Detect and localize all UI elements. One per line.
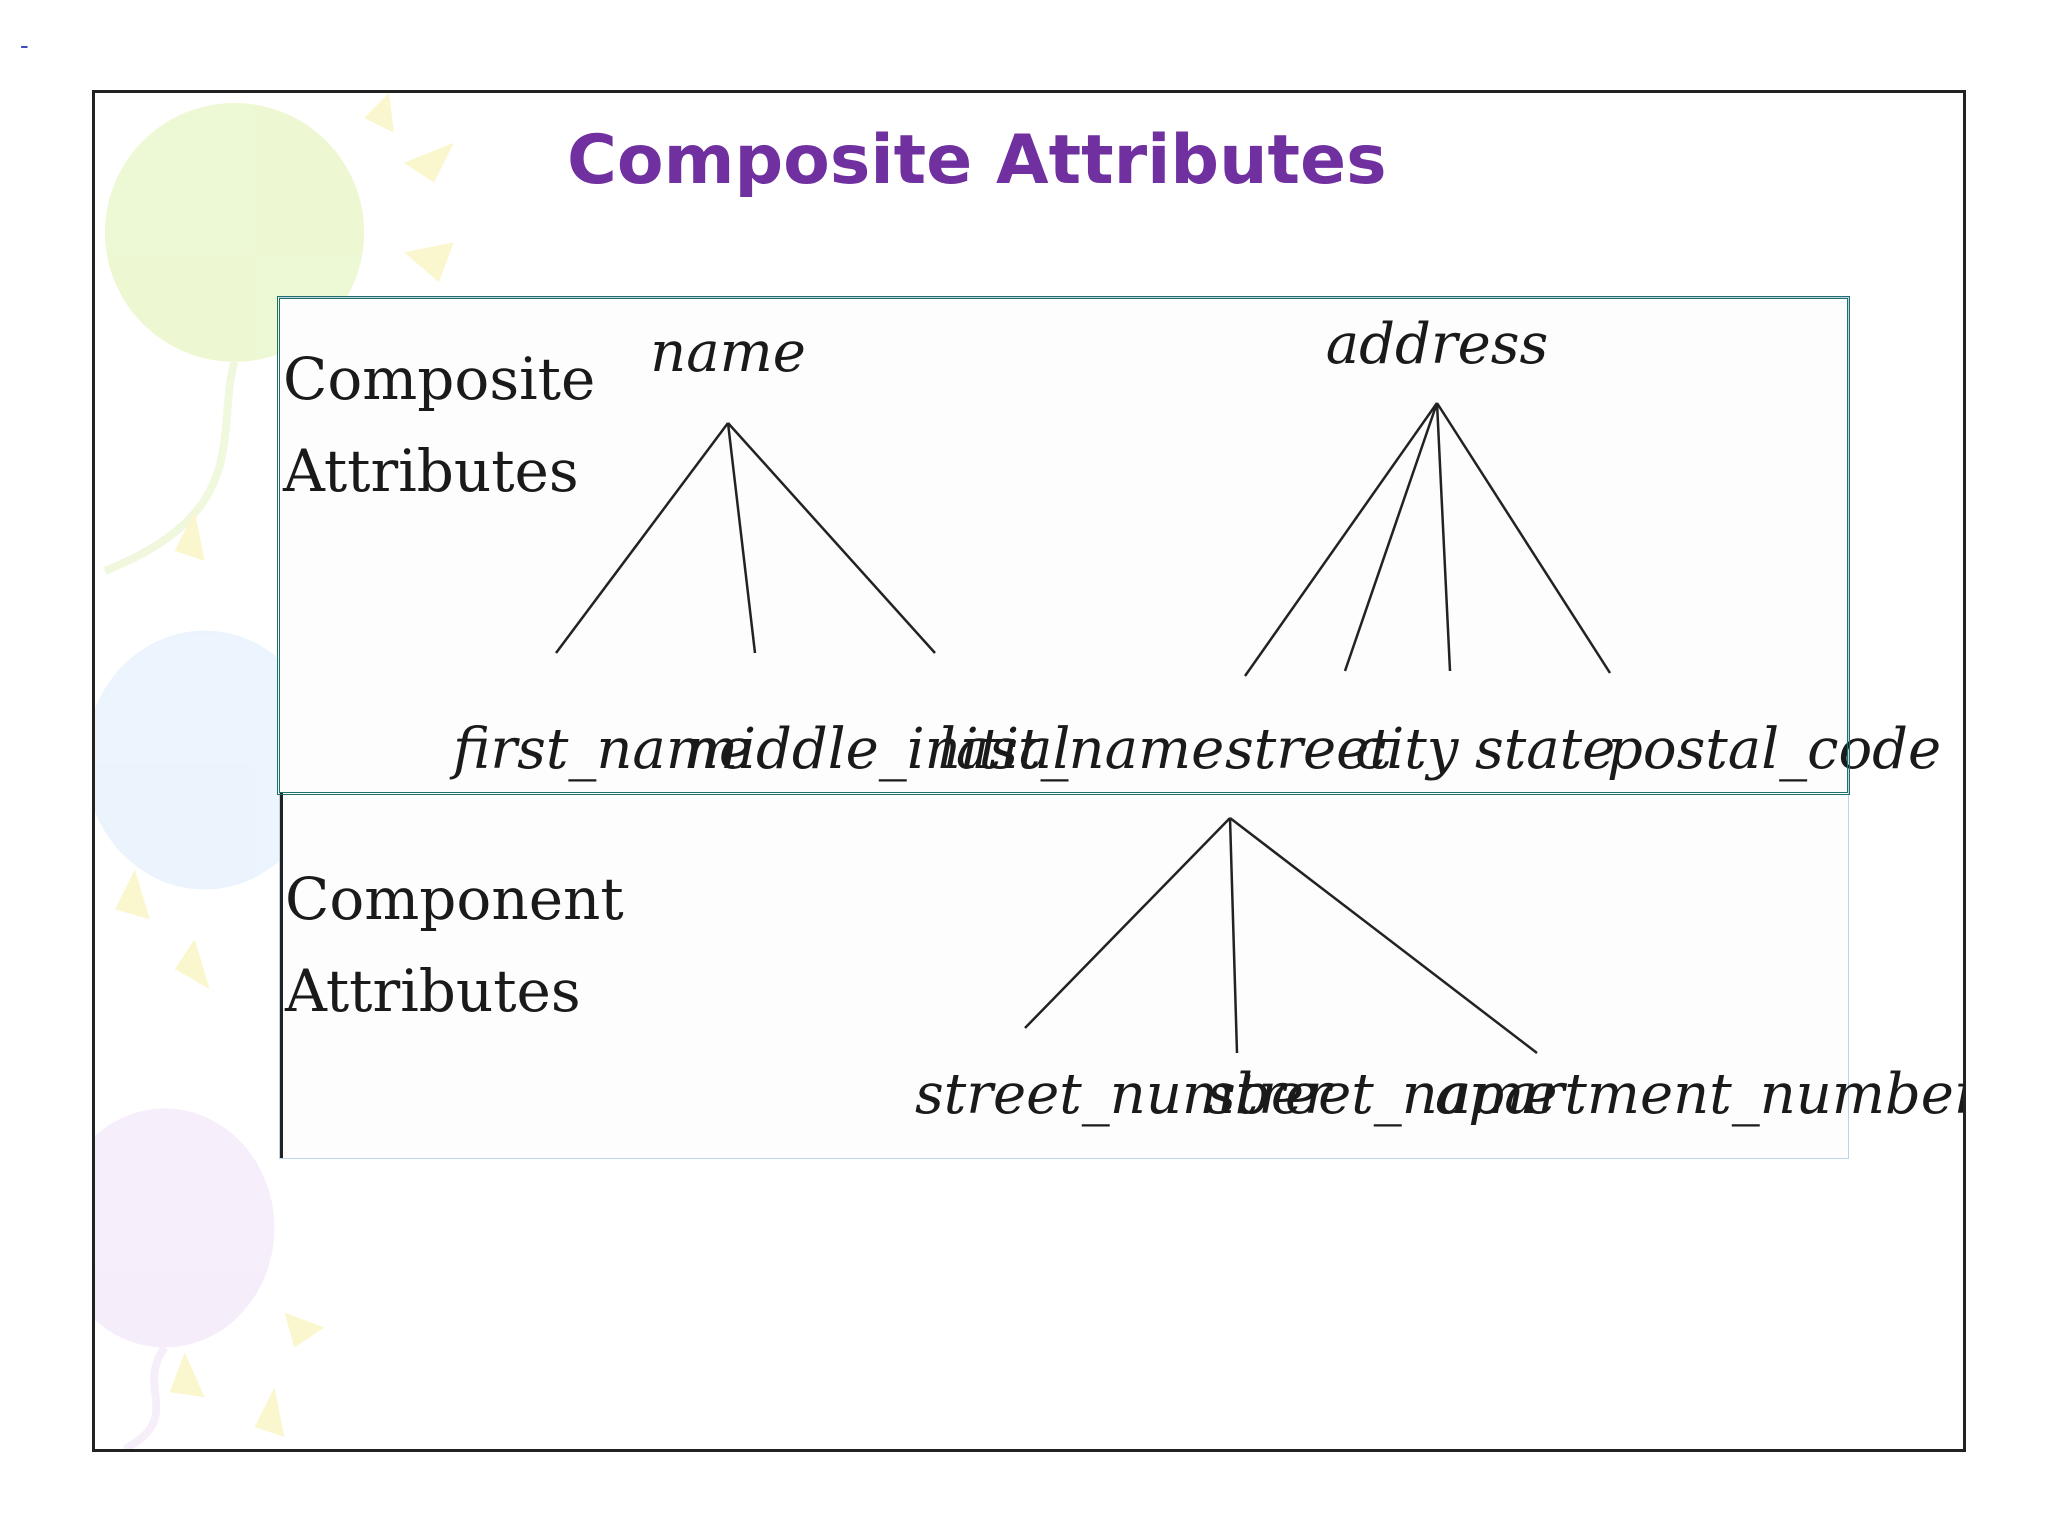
yellow-ray-8 [169, 1352, 205, 1398]
yellow-ray-2 [404, 142, 454, 183]
composite-attributes-label: Composite Attributes [283, 333, 595, 517]
balloon-background-decoration [95, 93, 454, 1449]
node-last-name: last_name [938, 717, 1224, 782]
yellow-ray-1 [364, 93, 395, 133]
edge-street-apartment-number [1229, 817, 1538, 1054]
edge-address-state [1435, 402, 1452, 672]
slide: Composite Attributes Composite Attribute… [92, 90, 1966, 1452]
node-middle-initial: middle_initial [685, 717, 1070, 782]
edge-name-last-name [727, 422, 936, 654]
node-apartment-number: apartment_number [1435, 1062, 1966, 1127]
edge-name-first-name [554, 422, 730, 654]
component-attributes-label: Component Attributes [285, 853, 624, 1037]
edge-address-city [1343, 402, 1439, 672]
slide-title: Composite Attributes [567, 121, 1387, 200]
node-city: city [1355, 717, 1460, 782]
edge-street-street-name [1228, 817, 1239, 1054]
edge-street-street-number [1024, 817, 1231, 1029]
node-first-name: first_name [449, 717, 752, 782]
composite-label-line-1: Composite [283, 345, 596, 413]
blue-balloon-shape [95, 630, 325, 890]
purple-balloon-shape [95, 1108, 275, 1348]
diagram-panel [280, 298, 1848, 1158]
node-address: address [1326, 312, 1548, 377]
node-street: street [1225, 717, 1392, 782]
node-street-number: street_number [915, 1062, 1334, 1127]
component-label-line-2: Attributes [285, 957, 581, 1025]
yellow-ray-3 [404, 242, 454, 283]
yellow-ray-9 [254, 1387, 285, 1438]
composite-attributes-box [277, 296, 1850, 795]
edge-name-middle-initial [726, 422, 757, 654]
yellow-ray-7 [284, 1312, 325, 1348]
yellow-ray-5 [114, 869, 150, 920]
edge-address-street [1243, 402, 1439, 677]
yellow-ray-6 [174, 939, 210, 990]
corner-mark: - [20, 30, 29, 60]
green-balloon-string [103, 360, 239, 575]
purple-balloon-string [123, 1345, 169, 1449]
node-name: name [650, 320, 806, 385]
node-street-name: street_name [1207, 1062, 1558, 1127]
node-postal-code: postal_code [1607, 717, 1941, 782]
node-state: state [1475, 717, 1615, 782]
component-label-line-1: Component [285, 865, 624, 933]
diagram-left-rule [280, 793, 283, 1158]
edge-address-postal-code [1435, 402, 1612, 674]
composite-label-line-2: Attributes [283, 437, 579, 505]
attribute-tree-diagram: name first_name middle_initial last_name… [449, 312, 1966, 1127]
